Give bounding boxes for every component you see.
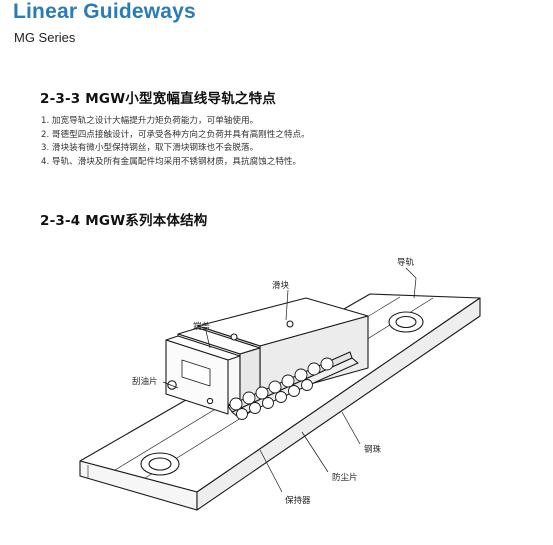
label-dust-seal: 防尘片 xyxy=(332,472,358,483)
rail-mounting-hole-rear xyxy=(388,311,424,333)
feature-item-1: 1. 加宽导轨之设计大幅提升力矩负荷能力，可单轴使用。 xyxy=(41,116,259,126)
guideway-structure-drawing: 导轨 滑块 端盖 刮油片 钢珠 防尘片 保持器 xyxy=(79,257,481,511)
feature-item-4: 4. 导轨、滑块及所有金属配件均采用不锈钢材质，具抗腐蚀之特性。 xyxy=(41,156,302,167)
label-end-cap: 端盖 xyxy=(193,321,211,332)
end-seal xyxy=(165,335,241,415)
features-list: 1. 加宽导轨之设计大幅提升力矩负荷能力，可单轴使用。 2. 哥德型四点接触设计… xyxy=(41,115,310,169)
rail-mounting-hole-front xyxy=(140,452,180,476)
block-screw-1 xyxy=(230,333,238,341)
features-heading: 2-3-3 MGW小型宽幅直线导轨之特点 xyxy=(40,91,276,107)
label-retainer: 保持器 xyxy=(285,495,311,506)
grease-nipple xyxy=(167,380,177,390)
feature-item-2: 2. 哥德型四点接触设计，可承受各种方向之负荷并具有高刚性之特点。 xyxy=(41,129,310,140)
label-end-seal: 刮油片 xyxy=(132,376,158,387)
feature-item-3: 3. 滑块装有微小型保持钢丝，取下滑块钢珠也不会脱落。 xyxy=(41,143,259,154)
page-title: Linear Guideways xyxy=(13,0,196,23)
series-subtitle: MG Series xyxy=(14,30,76,45)
label-block: 滑块 xyxy=(272,280,290,291)
label-ball: 钢珠 xyxy=(364,444,382,455)
structure-heading: 2-3-4 MGW系列本体结构 xyxy=(40,213,208,229)
seal-screw xyxy=(206,397,214,405)
block-screw-2 xyxy=(286,320,294,328)
label-rail: 导轨 xyxy=(397,257,415,268)
balls xyxy=(229,357,334,420)
